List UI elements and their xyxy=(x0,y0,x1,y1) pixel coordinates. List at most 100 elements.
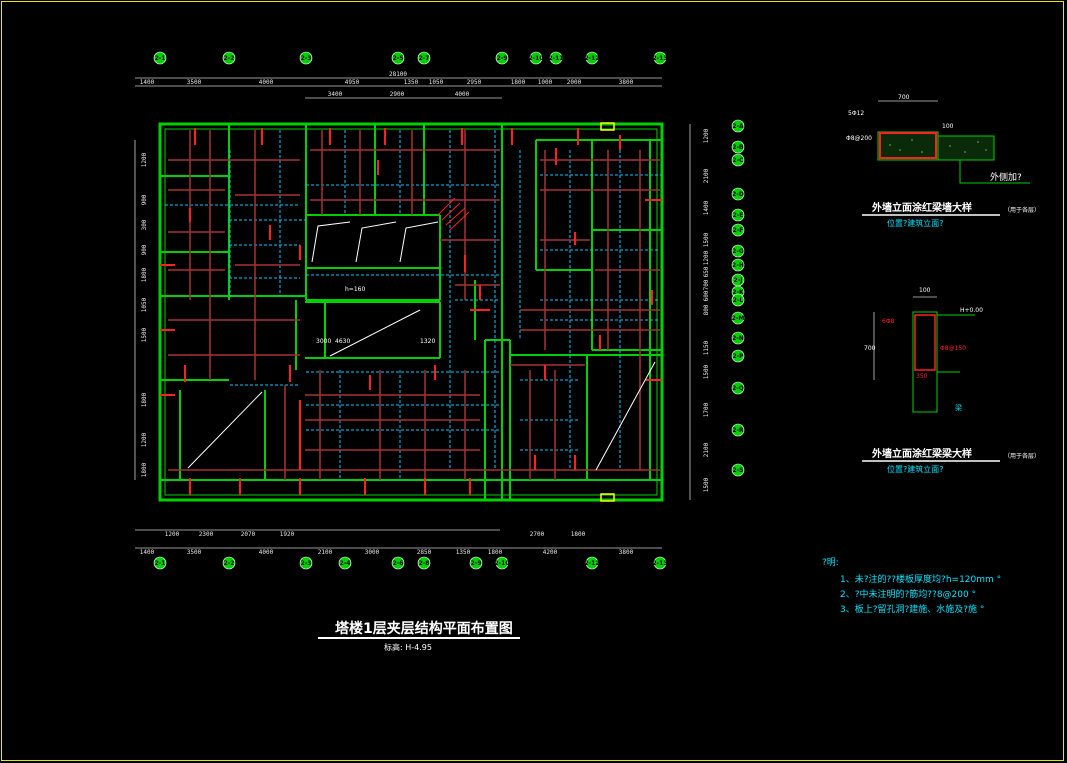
detail-2: 100 700 H+0.00 6Φ8 Φ8@150 350 梁 外墙立面涂红梁梁… xyxy=(862,287,1040,474)
axis-top-bubble xyxy=(529,51,543,65)
dim-bottom-2: 1800 xyxy=(488,549,503,556)
axis-top-label: 2-10 xyxy=(528,55,543,62)
axis-top-bubble xyxy=(495,51,509,65)
dim-bottom: 1920 xyxy=(280,531,295,538)
drawing-title: 塔楼1层夹层结构平面布置图 xyxy=(335,620,513,637)
dim-left: 1800 xyxy=(141,392,148,407)
plan-label: 3000 xyxy=(316,338,331,345)
dim-bottom-2: 3500 xyxy=(187,549,202,556)
axis-right-label: 2-R xyxy=(732,427,744,434)
axis-top-bubble xyxy=(222,51,236,65)
dim-bottom-2: 3800 xyxy=(619,549,634,556)
openings xyxy=(187,221,656,471)
axis-top-bubble xyxy=(153,51,167,65)
axis-bottom-label: 2-3 xyxy=(301,560,312,567)
axis-right-label: 2-M xyxy=(732,315,745,322)
axis-top-label: 2-11 xyxy=(548,55,563,62)
notes-heading: ?明: xyxy=(822,557,839,568)
axis-top-bubble xyxy=(549,51,563,65)
detail-2-wall xyxy=(912,311,938,413)
stair-hatch xyxy=(437,197,470,231)
dim-left: 1200 xyxy=(141,152,148,167)
detail-2-side-note: （用于各层） xyxy=(1004,452,1040,460)
drawing-elevation: 标高: H-4.95 xyxy=(384,642,432,652)
axis-right-bubble xyxy=(731,223,745,237)
note-line: 1、未?注的??楼板厚度均?h=120mm ° xyxy=(840,573,1001,585)
axis-right-bubble xyxy=(731,423,745,437)
rebar-lines xyxy=(168,130,660,480)
dim-top-2: 2900 xyxy=(390,91,405,98)
dim-left: 1800 xyxy=(141,267,148,282)
axis-bottom-bubble xyxy=(469,556,483,570)
axis-right-bubble xyxy=(731,349,745,363)
detail-1-side-note: （用于各层） xyxy=(1004,206,1040,214)
axis-bottom-label: 2-13 xyxy=(652,560,667,567)
axis-right-bubble xyxy=(731,153,745,167)
interior-walls xyxy=(160,124,662,500)
notes: ?明: 1、未?注的??楼板厚度均?h=120mm ° 2、?中未注明的?筋均?… xyxy=(822,557,1001,615)
detail-2-label: 6Φ8 xyxy=(882,318,895,325)
axis-bottom-label: 2-10 xyxy=(494,560,509,567)
axis-right-label: 2-Q xyxy=(732,385,744,392)
detail-2-elev: H+0.00 xyxy=(960,307,983,314)
axis-bottom-label: 2-2 xyxy=(224,560,235,567)
axis-top-label: 2-7 xyxy=(419,55,430,62)
plan-label: 1320 xyxy=(420,338,435,345)
dim-right: 2100 xyxy=(703,168,710,183)
dim-total: 28100 xyxy=(389,71,407,78)
dim-left: 900 xyxy=(141,244,148,255)
dim-bottom-2: 4200 xyxy=(543,549,558,556)
dimension-lines xyxy=(134,77,691,549)
detail-1-label: 100 xyxy=(942,123,954,130)
axis-right-bubble xyxy=(731,331,745,345)
dim-left: 1500 xyxy=(141,327,148,342)
title-block: 塔楼1层夹层结构平面布置图 标高: H-4.95 xyxy=(318,620,520,652)
dim-right: 800 xyxy=(703,304,710,315)
dim-bottom-2: 1400 xyxy=(140,549,155,556)
axis-right-label: 2-E xyxy=(733,212,744,219)
detail-2-label: 350 xyxy=(916,373,928,380)
detail-2-label: Φ8@150 xyxy=(940,345,966,352)
detail-1-dim-top: 700 xyxy=(898,94,910,101)
axis-right-bubble xyxy=(731,293,745,307)
dim-left: 1800 xyxy=(141,462,148,477)
dim-top: 1800 xyxy=(511,79,526,86)
dim-top: 1000 xyxy=(538,79,553,86)
detail-1-wall xyxy=(877,131,939,161)
dim-bottom-2: 4000 xyxy=(259,549,274,556)
detail-2-label: 梁 xyxy=(955,403,962,412)
axis-bottom-bubble xyxy=(222,556,236,570)
detail-1-beam xyxy=(879,132,937,159)
axis-top-label: 2-1 xyxy=(155,55,166,62)
axis-bottom-label: 2-6 xyxy=(393,560,404,567)
axis-top-bubble xyxy=(391,51,405,65)
dim-right: 1150 xyxy=(703,340,710,355)
dim-top: 1050 xyxy=(429,79,444,86)
dim-top: 2000 xyxy=(567,79,582,86)
axis-bottom-bubble xyxy=(495,556,509,570)
axis-bottom-bubble xyxy=(417,556,431,570)
axis-right-bubble xyxy=(731,244,745,258)
axis-top-label: 2-13 xyxy=(652,55,667,62)
dim-bottom: 2700 xyxy=(530,531,545,538)
axis-right-bubble xyxy=(731,140,745,154)
axis-right-label: 2-P xyxy=(732,353,744,360)
axis-right-label: 2-G xyxy=(732,248,744,255)
axis-right-label: 2-C xyxy=(732,157,744,164)
axis-right-label: 2-A xyxy=(732,123,744,130)
plan-label: h=160 xyxy=(345,286,365,293)
axis-right-bubble xyxy=(731,311,745,325)
dim-right: 1700 xyxy=(703,402,710,417)
dim-left: 900 xyxy=(141,194,148,205)
axis-top-label: 2-5 xyxy=(393,55,404,62)
note-line: 2、?中未注明的?筋均??8@200 ° xyxy=(840,588,976,600)
dim-bottom: 2300 xyxy=(199,531,214,538)
dim-right: 700 xyxy=(703,279,710,290)
axis-top-label: 2-3 xyxy=(301,55,312,62)
outer-wall-inner xyxy=(164,128,658,496)
dim-top: 1400 xyxy=(140,79,155,86)
